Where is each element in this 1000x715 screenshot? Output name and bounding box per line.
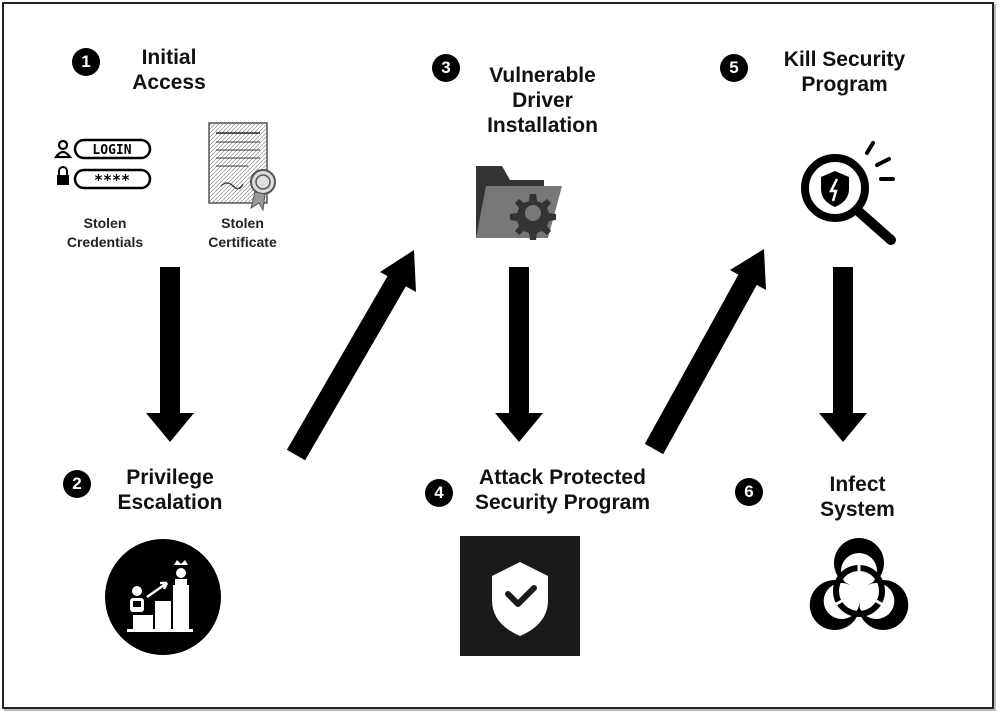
password-field (73, 168, 152, 190)
biohazard-icon (809, 538, 909, 630)
step-2-badge: 2 (63, 470, 91, 498)
step-3-badge: 3 (432, 54, 460, 82)
step-5-title: Kill Security Program (783, 48, 906, 96)
step-1-badge: 1 (72, 48, 100, 76)
step-6-title: Infect System (820, 473, 895, 521)
step-5-badge: 5 (720, 54, 748, 82)
arrow-step4-to-step5 (644, 249, 766, 455)
privilege-escalation-icon (105, 539, 221, 655)
step-4-title: Attack Protected Security Program (474, 466, 651, 514)
arrow-step2-to-step3 (286, 250, 416, 461)
password-field-mask: **** (94, 171, 130, 189)
driver-folder-icon (476, 166, 562, 240)
arrow-step1-to-step2 (146, 267, 194, 442)
stolen-certificate-caption: Stolen Certificate (208, 215, 277, 250)
certificate-icon (208, 122, 276, 212)
step-6-badge: 6 (735, 478, 763, 506)
lock-icon (57, 166, 69, 185)
step-3-title: Vulnerable Driver Installation (487, 64, 598, 137)
step-2-title: Privilege Escalation (117, 466, 223, 514)
arrow-step5-to-step6 (819, 267, 867, 442)
shield-check-icon (460, 536, 580, 656)
magnifier-shield-icon (801, 141, 896, 245)
login-field (73, 138, 152, 160)
stolen-credentials-graphic: LOGIN **** (53, 138, 152, 190)
arrow-step3-to-step4 (495, 267, 543, 442)
step-1-title: Initial Access (132, 46, 206, 94)
login-field-label: LOGIN (92, 143, 131, 158)
stolen-credentials-caption: Stolen Credentials (66, 215, 144, 250)
user-icon (53, 139, 73, 159)
step-4-badge: 4 (425, 479, 453, 507)
